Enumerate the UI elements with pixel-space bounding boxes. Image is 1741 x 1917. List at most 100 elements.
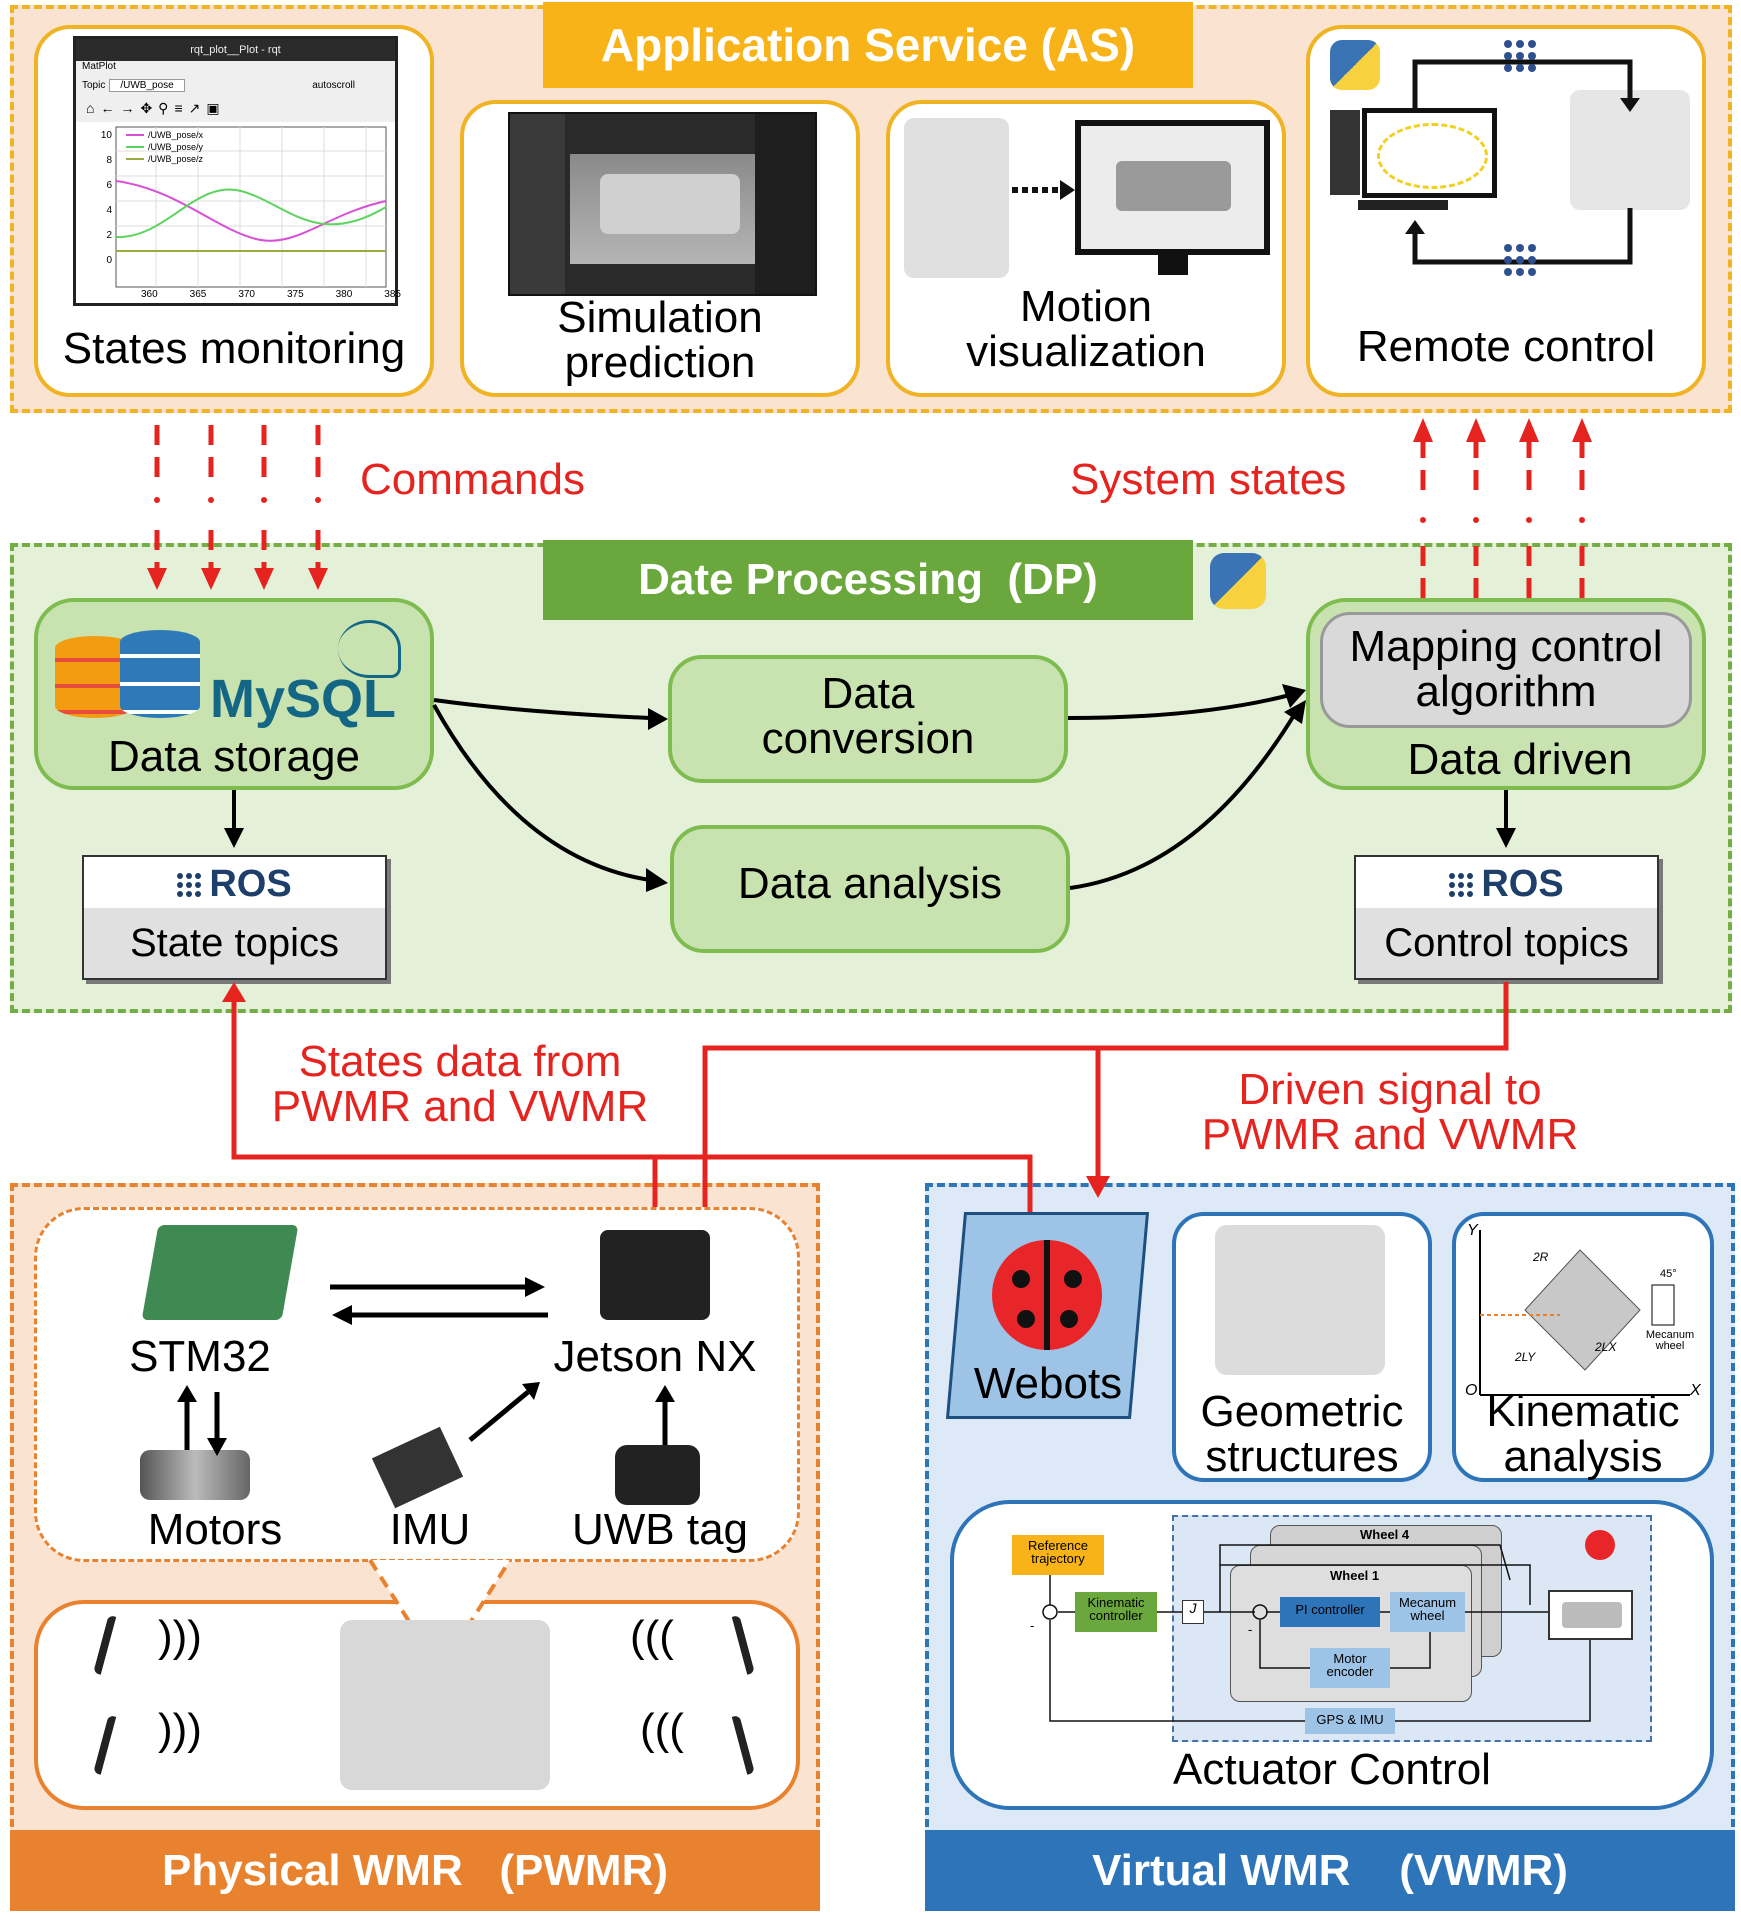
- kin-xv-label: X: [1690, 1382, 1701, 1399]
- ros-dots-icon: [1449, 872, 1474, 897]
- stm32-label: STM32: [129, 1332, 271, 1381]
- system-states-label: System states: [1070, 455, 1347, 504]
- series-y-line: [115, 188, 387, 239]
- chassis-image: [1215, 1225, 1385, 1375]
- ros-logo: ROS: [1481, 863, 1564, 905]
- data-driven-label: Data driven: [1407, 735, 1633, 784]
- jetson-label: Jetson NX: [553, 1332, 757, 1381]
- legend-z: /UWB_pose/z: [148, 154, 204, 164]
- kin-2r-label: 2R: [1533, 1250, 1549, 1264]
- ros-dots-icon: [177, 872, 202, 897]
- states-data-label: States data from PWMR and VWMR: [271, 1037, 649, 1131]
- imu-label: IMU: [389, 1505, 471, 1554]
- kinematic-analysis-label: Kinematic analysis: [1486, 1387, 1680, 1481]
- pc-monitor-icon: [1362, 108, 1497, 198]
- dolphin-icon: [338, 620, 401, 678]
- pi-controller-block: PI controller: [1280, 1597, 1380, 1627]
- signal-waves-icon: ))): [158, 1705, 202, 1754]
- motion-visualization-label: Motion visualization: [966, 282, 1206, 376]
- mapping-algorithm-box: [1320, 612, 1692, 728]
- wheel1-label: Wheel 1: [1330, 1568, 1380, 1583]
- plot-area: [115, 126, 387, 288]
- driven-signal-label: Driven signal to PWMR and VWMR: [1201, 1065, 1579, 1159]
- control-topics-box: ROS Control topics: [1354, 855, 1659, 980]
- signal-waves-icon: (((: [640, 1705, 684, 1754]
- legend-y: /UWB_pose/y: [148, 142, 204, 152]
- kin-angle-label: 45°: [1660, 1268, 1677, 1280]
- data-conversion-label: Data conversion: [761, 669, 975, 763]
- simulation-screenshot: [508, 112, 817, 296]
- kin-ov-label: O: [1465, 1382, 1478, 1399]
- data-analysis-label: Data analysis: [737, 859, 1003, 908]
- legend-x: /UWB_pose/x: [148, 130, 204, 140]
- data-conversion-card: [668, 655, 1068, 783]
- plot-toolbar[interactable]: ⌂←→✥⚲≡↗▣: [76, 94, 395, 122]
- pwmr-robot-image: [340, 1620, 550, 1790]
- monitor-stand: [1158, 255, 1188, 275]
- mysql-logo: MySQL: [210, 669, 397, 729]
- vwmr-title: Virtual WMR (VWMR): [925, 1830, 1735, 1911]
- motors-label: Motors: [147, 1505, 283, 1554]
- autoscroll-checkbox[interactable]: autoscroll: [312, 79, 355, 91]
- signal-waves-icon: ))): [158, 1612, 202, 1661]
- kin-2lx-label: 2LX: [1595, 1340, 1617, 1354]
- webots-label: Webots: [973, 1359, 1123, 1408]
- keyboard-icon: [1358, 200, 1448, 210]
- plot-legend: /UWB_pose/x /UWB_pose/y /UWB_pose/z: [148, 129, 203, 165]
- state-topics-box: ROS State topics: [82, 855, 387, 980]
- motor-encoder-block: Motor encoder: [1310, 1648, 1390, 1688]
- uwb-tag-image: [615, 1445, 700, 1505]
- pc-tower-icon: [1330, 110, 1360, 195]
- simulation-prediction-label: Simulation prediction: [557, 293, 763, 387]
- kin-2ly-label: 2LY: [1515, 1350, 1536, 1364]
- motor-image: [140, 1450, 250, 1500]
- remote-control-label: Remote control: [1356, 322, 1656, 371]
- data-storage-label: Data storage: [108, 732, 360, 781]
- control-topics-label: Control topics: [1356, 908, 1657, 978]
- jacobian-block: J: [1182, 1600, 1204, 1624]
- physical-robot-image: [904, 118, 1009, 278]
- wheel4-label: Wheel 4: [1360, 1527, 1410, 1542]
- topic-input[interactable]: /UWB_pose: [109, 78, 185, 92]
- data-analysis-card: [670, 825, 1070, 953]
- minus-sign: -: [1030, 1618, 1035, 1633]
- kin-yv-label: Y: [1467, 1222, 1478, 1239]
- python-icon: [1210, 553, 1266, 609]
- python-icon: [1330, 40, 1380, 90]
- monitor-image: [1075, 120, 1270, 255]
- plot-window-title: rqt_plot__Plot - rqt: [76, 39, 395, 61]
- plot-window: rqt_plot__Plot - rqt MatPlot Topic /UWB_…: [73, 36, 401, 306]
- state-topics-label: State topics: [84, 908, 385, 978]
- mecanum-wheel-block: Mecanum wheel: [1390, 1592, 1465, 1632]
- kin-mecanum-label: Mecanum wheel: [1645, 1329, 1695, 1353]
- data-processing-title: Date Processing (DP): [543, 540, 1193, 620]
- topic-label: Topic: [82, 79, 106, 91]
- signal-waves-icon: (((: [630, 1612, 674, 1661]
- uwb-tag-label: UWB tag: [571, 1505, 749, 1554]
- webots-ladybug-icon: [1585, 1530, 1615, 1560]
- ros-logo: ROS: [209, 863, 292, 905]
- jetson-board-image: [600, 1230, 710, 1320]
- commands-label: Commands: [360, 455, 585, 504]
- gps-imu-block: GPS & IMU: [1305, 1708, 1395, 1734]
- robot-output-block: [1548, 1590, 1633, 1640]
- application-service-title: Application Service (AS): [543, 2, 1193, 88]
- database-icon: [55, 630, 205, 720]
- reference-trajectory-block: Reference trajectory: [1012, 1535, 1104, 1575]
- minus-sign: -: [1248, 1622, 1253, 1637]
- mapping-algorithm-label: Mapping control algorithm: [1349, 622, 1663, 716]
- kinematic-controller-block: Kinematic controller: [1075, 1592, 1157, 1632]
- actuator-control-label: Actuator Control: [1173, 1745, 1491, 1794]
- series-x-line: [115, 180, 387, 242]
- ladybug-icon: [992, 1240, 1102, 1350]
- states-monitoring-label: States monitoring: [62, 324, 406, 373]
